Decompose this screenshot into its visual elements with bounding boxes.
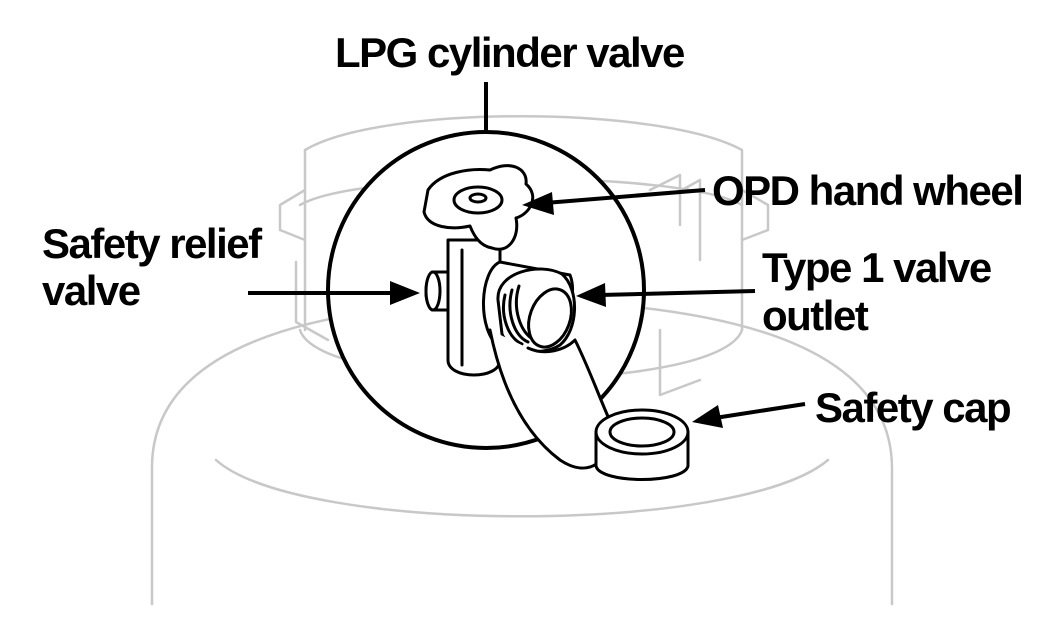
label-safety-relief-line1: Safety relief <box>42 220 263 267</box>
outlet-thread-2 <box>508 288 530 344</box>
leader-safety-cap <box>714 402 806 420</box>
arrow-safety-relief-valve <box>390 281 420 305</box>
label-type1-outlet-line2: outlet <box>762 292 869 339</box>
leader-type1-valve-outlet <box>599 289 756 297</box>
safety-cap <box>594 408 690 481</box>
arrow-safety-cap <box>692 405 723 428</box>
label-opd-hand-wheel: OPD hand wheel <box>712 167 1022 214</box>
collar-ring <box>303 115 744 332</box>
label-type1-outlet-line1: Type 1 valve <box>762 244 991 291</box>
label-safety-cap: Safety cap <box>815 384 1010 431</box>
collar-handle-left <box>278 188 307 242</box>
hand-wheel-center <box>468 192 488 204</box>
leader-opd-hand-wheel <box>544 188 706 205</box>
shoulder-seam <box>214 458 830 518</box>
outlet-thread-1 <box>502 293 524 346</box>
arrow-type1-valve-outlet <box>576 283 606 307</box>
label-safety-relief-line2: valve <box>42 267 140 314</box>
collar-handle-right <box>740 188 770 242</box>
safety-cap-inner <box>608 416 676 448</box>
outlet-mouth <box>527 287 573 349</box>
collar-slot-left <box>294 260 330 342</box>
hand-wheel <box>422 164 535 251</box>
hand-wheel-hub <box>452 185 504 215</box>
collar-slot-right-lower <box>658 328 702 397</box>
type1-valve-outlet <box>496 267 576 353</box>
valve-assembly <box>422 164 616 470</box>
safety-relief-face <box>424 270 442 312</box>
collar-slot-right <box>648 173 702 262</box>
label-lpg-cylinder-valve: LPG cylinder valve <box>335 29 684 76</box>
arrow-opd-hand-wheel <box>522 192 554 215</box>
